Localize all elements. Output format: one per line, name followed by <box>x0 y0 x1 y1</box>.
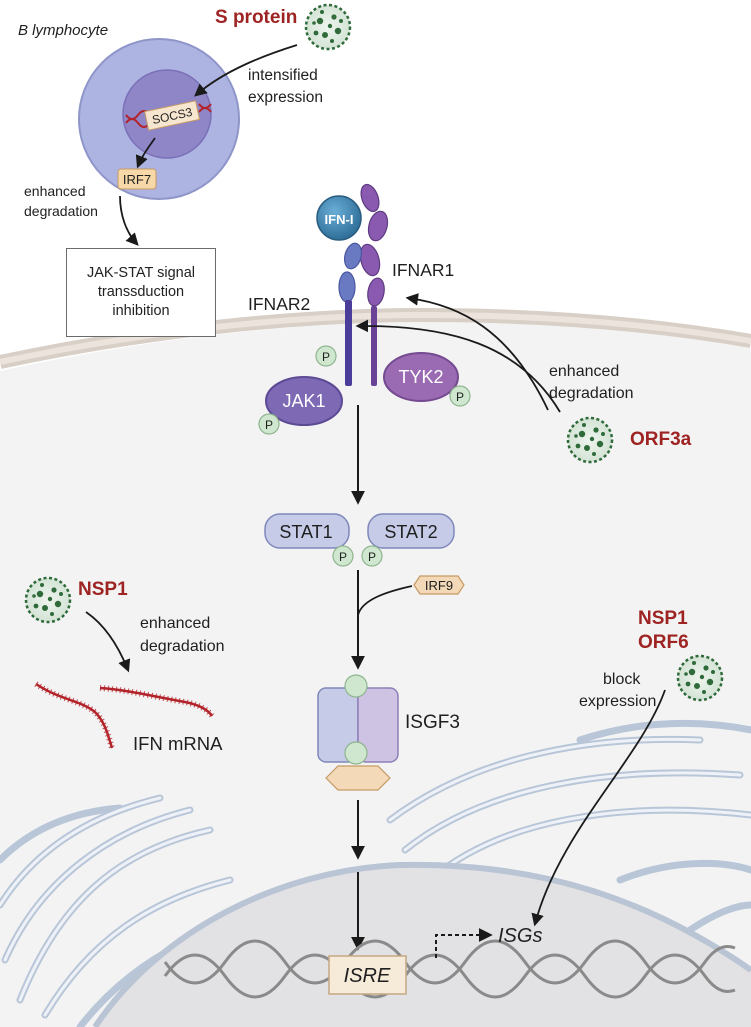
isre-to-isgs-arrow <box>435 928 493 958</box>
orf3a-ifnar1-arrow <box>405 293 549 411</box>
intensified-label-2: expression <box>248 89 323 106</box>
phospho-group-2: P <box>258 413 280 435</box>
irf7-box <box>117 168 157 190</box>
irf9-join-line <box>357 585 413 616</box>
nsp1-degradation-label-1: enhanced <box>140 615 210 632</box>
ifnar1-label: IFNAR1 <box>392 260 454 280</box>
svg-text:P: P <box>322 350 330 364</box>
nsp1-orf6-virus-icon <box>676 654 724 702</box>
stat2-phospho: P <box>361 545 383 567</box>
orf3a-virus-icon <box>566 416 614 464</box>
svg-text:P: P <box>265 418 273 432</box>
phospho-group-1: P <box>315 345 337 367</box>
irf7-label: IRF7 <box>123 172 151 187</box>
irf7-degradation-label-2: degradation <box>24 203 98 219</box>
inhibition-line-1: JAK-STAT signal <box>87 265 195 281</box>
ifnar2-label: IFNAR2 <box>248 294 310 314</box>
cytoplasm <box>0 322 751 1027</box>
s-protein-arrow <box>194 44 298 97</box>
irf9-label: IRF9 <box>425 578 453 593</box>
phospho-group-3: P <box>449 385 471 407</box>
tyk2-kinase <box>383 352 459 402</box>
intensified-label-1: intensified <box>248 67 318 84</box>
nsp1-orf6-label-1: NSP1 <box>638 608 688 629</box>
orf3a-degradation-label-1: enhanced <box>549 363 619 380</box>
svg-text:P: P <box>456 390 464 404</box>
ifn-i-label: IFN-I <box>325 212 354 227</box>
isgs-label: ISGs <box>498 925 542 947</box>
socs3-gene <box>144 100 201 131</box>
s-protein-virus-icon <box>304 3 352 51</box>
ifn-i-ligand <box>316 195 362 241</box>
block-expression-arrow <box>531 689 666 927</box>
orf3a-ifnar2-arrow <box>355 319 561 413</box>
jak1-kinase <box>265 376 343 426</box>
dna-helix <box>163 939 736 999</box>
jak-stat-inhibition-box: JAK-STAT signal transsduction inhibition <box>66 248 216 337</box>
stat1-label: STAT1 <box>279 522 332 542</box>
stat1-phospho: P <box>332 545 354 567</box>
b-lymphocyte-label: B lymphocyte <box>18 22 108 39</box>
nucleus <box>95 864 751 1027</box>
isre-box <box>328 955 407 995</box>
nsp1-arrow <box>85 611 131 673</box>
irf7-degradation-label-1: enhanced <box>24 183 86 199</box>
orf3a-label: ORF3a <box>630 429 692 450</box>
jak1-label: JAK1 <box>282 391 325 411</box>
ifn-mrna-icon <box>34 681 215 749</box>
nsp1-label: NSP1 <box>78 579 128 600</box>
socs3-to-irf7-arrow <box>135 137 156 169</box>
nsp1-degradation-label-2: degradation <box>140 638 225 655</box>
nsp1-orf6-label-2: ORF6 <box>638 632 689 653</box>
stat2-label: STAT2 <box>384 522 437 542</box>
inhibition-line-2: transsduction <box>97 284 185 300</box>
isre-label: ISRE <box>344 965 391 987</box>
s-protein-label: S protein <box>215 7 297 28</box>
stat2-protein <box>367 513 455 549</box>
ifnar1-receptor <box>359 183 389 386</box>
ifnar2-receptor <box>338 242 363 386</box>
orf3a-degradation-label-2: degradation <box>549 385 634 402</box>
irf9-protein <box>413 575 465 595</box>
inhibition-line-3: inhibition <box>112 303 170 319</box>
block-label-1: block <box>603 671 641 688</box>
block-label-2: expression <box>579 693 656 710</box>
irf7-degradation-arrow <box>119 195 139 246</box>
svg-text:P: P <box>339 550 347 564</box>
ifn-mrna-label: IFN mRNA <box>133 733 223 754</box>
isgf3-label: ISGF3 <box>405 712 460 733</box>
svg-text:P: P <box>368 550 376 564</box>
nsp1-virus-icon <box>24 576 72 624</box>
isgf3-complex <box>317 674 399 791</box>
tyk2-label: TYK2 <box>398 367 443 387</box>
stat1-protein <box>264 513 350 549</box>
